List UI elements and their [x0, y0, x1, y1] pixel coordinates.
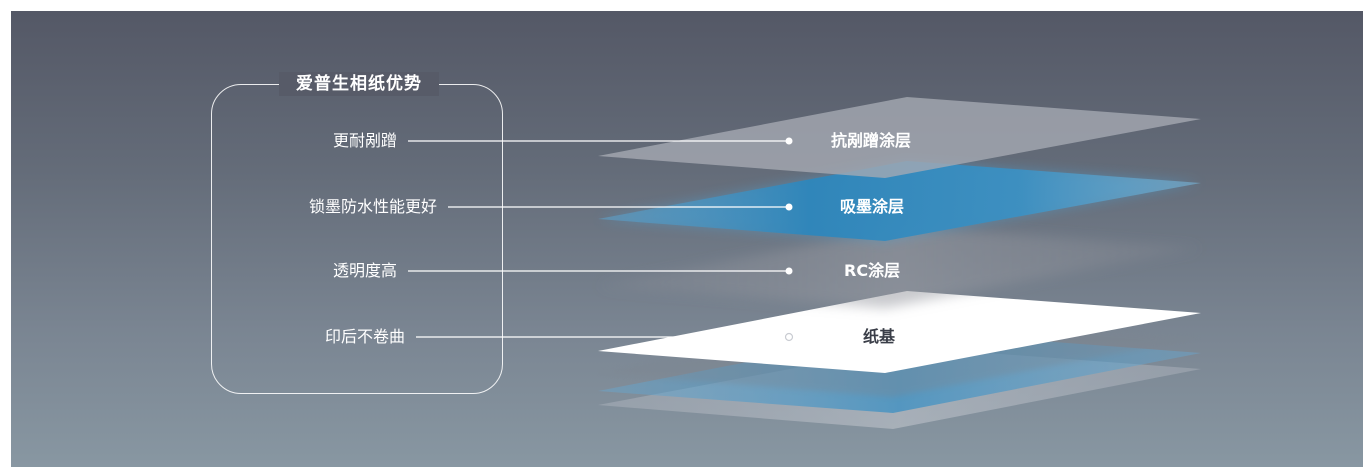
- ink-coating-sheet: [598, 161, 1201, 241]
- layer-label-scratch-coating: 抗剐蹭涂层: [831, 131, 912, 150]
- scratch-coating-sheet: [598, 97, 1201, 178]
- benefit-scratch-resistant: 更耐剐蹭: [332, 131, 397, 150]
- connector-dot-3: [785, 267, 793, 275]
- rc-coating-sheet: [598, 226, 1201, 308]
- layer-label-ink-coating: 吸墨涂层: [840, 197, 905, 216]
- benefit-ink-lock-waterproof: 锁墨防水性能更好: [308, 197, 437, 216]
- paper-base-sheet: [598, 291, 1201, 373]
- layer-label-paper-base: 纸基: [863, 327, 896, 346]
- connector-dot-1: [785, 137, 793, 145]
- frame-title: 爱普生相纸优势: [279, 72, 439, 96]
- layer-stack-illustration: [408, 97, 1201, 429]
- benefit-no-curl: 印后不卷曲: [324, 327, 405, 346]
- diagram-canvas: 爱普生相纸优势 更耐剐蹭 锁墨防水性能更好 透明度高 印后不卷曲 抗剐蹭涂层 吸…: [11, 11, 1363, 467]
- layer-label-rc-coating: RC涂层: [844, 261, 901, 280]
- connector-dot-4: [784, 332, 794, 342]
- benefit-high-transparency: 透明度高: [332, 261, 397, 280]
- connector-dot-2: [785, 203, 793, 211]
